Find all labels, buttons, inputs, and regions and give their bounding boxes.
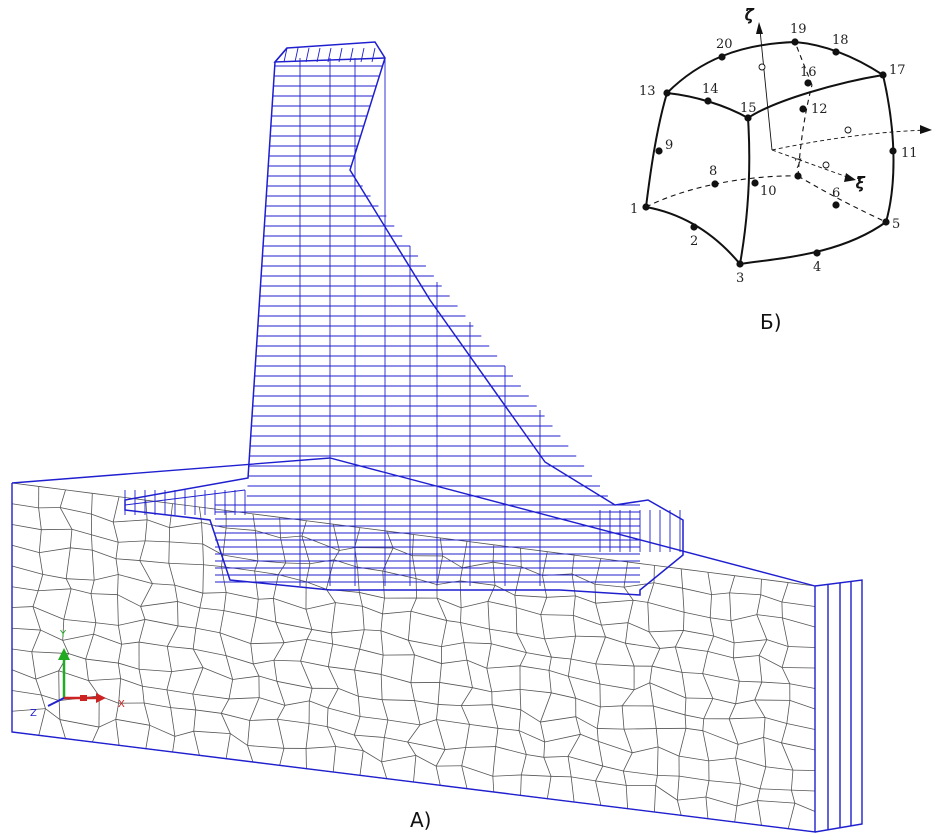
node-point <box>663 89 671 97</box>
node-point <box>690 223 698 231</box>
foundation-mesh <box>11 482 816 833</box>
node-label: 13 <box>639 84 656 99</box>
fe-mesh-panel: Y X Z <box>11 41 863 833</box>
xi-label: ξ <box>856 174 865 192</box>
foundation-outline <box>11 457 863 833</box>
dam-outline <box>124 41 684 596</box>
node-point <box>791 38 799 46</box>
node-point <box>655 147 663 155</box>
node-label: 17 <box>889 63 906 78</box>
node-point <box>736 260 744 268</box>
node-label: 7 <box>794 157 802 172</box>
node-point <box>813 249 821 257</box>
node-point <box>879 71 887 79</box>
z-axis-label: Z <box>30 708 37 719</box>
x-axis-arrow <box>96 693 106 703</box>
caption-b: Б) <box>760 310 782 334</box>
node-point <box>804 79 812 87</box>
node-point <box>794 172 802 180</box>
z-axis-line <box>47 697 65 707</box>
visible-edges <box>645 40 895 265</box>
node-label: 16 <box>800 65 817 80</box>
zeta-axis <box>759 29 773 151</box>
node-label: 4 <box>813 260 821 275</box>
y-axis-arrow <box>58 648 70 660</box>
node-point <box>832 201 840 209</box>
x-axis-label: X <box>118 699 125 710</box>
caption-a: А) <box>410 808 432 832</box>
node-label: 10 <box>760 184 777 199</box>
node-point <box>751 179 759 187</box>
node-label: 8 <box>709 164 717 179</box>
xi-axis <box>771 149 851 179</box>
coordinate-triad: Y X Z <box>30 629 125 719</box>
node-point <box>642 203 650 211</box>
node-label: 9 <box>665 138 673 153</box>
node-label: 6 <box>832 186 840 201</box>
node-label: 14 <box>702 82 719 97</box>
node-point <box>799 105 807 113</box>
y-axis-label: Y <box>59 629 67 640</box>
node-label: 18 <box>832 33 849 48</box>
node-label: 11 <box>901 146 918 161</box>
node-point <box>718 53 726 61</box>
node-label: 3 <box>736 271 744 286</box>
dam-mesh <box>124 47 681 586</box>
node-point <box>704 97 712 105</box>
node-point <box>832 48 840 56</box>
node-label: 19 <box>790 22 807 37</box>
local-axes <box>756 22 932 182</box>
node-label: 2 <box>690 234 698 249</box>
node-label: 1 <box>630 202 638 217</box>
node-label: 20 <box>716 37 733 52</box>
zeta-label: ζ <box>745 6 754 24</box>
node-label: 12 <box>811 102 828 117</box>
node-point <box>889 147 897 155</box>
node-label: 15 <box>740 101 757 116</box>
node-label: 5 <box>892 217 900 232</box>
eta-axis <box>771 129 929 151</box>
node-point <box>744 114 752 122</box>
node-point <box>711 180 719 188</box>
node-point <box>882 218 890 226</box>
